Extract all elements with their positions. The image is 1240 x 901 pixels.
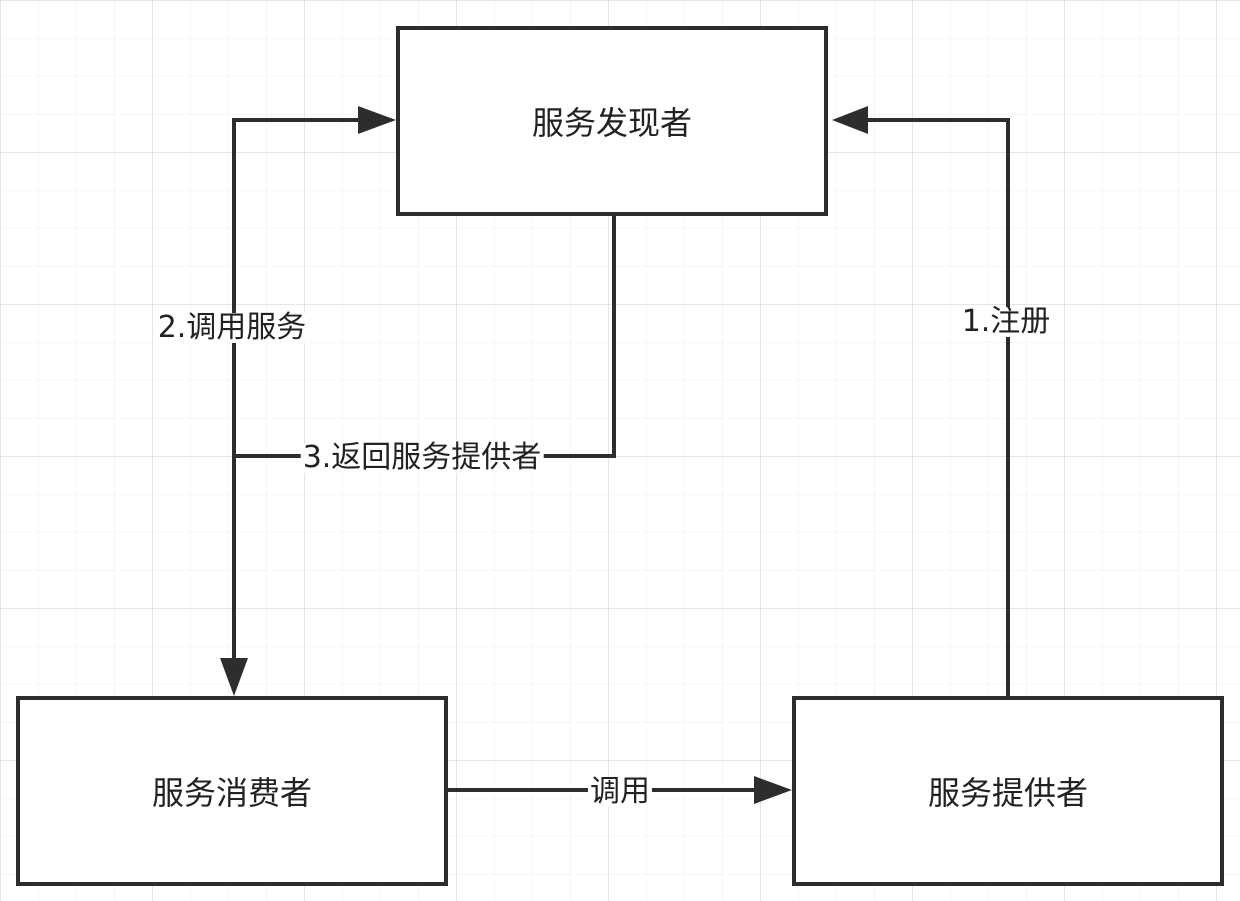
node-service-provider-label: 服务提供者: [927, 774, 1088, 812]
node-service-consumer[interactable]: 服务消费者: [16, 696, 448, 886]
edge-call-label: 调用: [588, 774, 652, 809]
arrowhead-icon: [358, 106, 396, 134]
arrowhead-icon: [832, 106, 868, 134]
node-service-discovery-label: 服务发现者: [531, 104, 692, 142]
edge-register-label: 1.注册: [959, 304, 1053, 339]
edge-invoke-service-label: 2.调用服务: [155, 310, 309, 345]
edge-register: [832, 106, 1010, 696]
edge-invoke-service: [232, 106, 396, 456]
arrowhead-icon: [220, 658, 248, 696]
node-service-discovery[interactable]: 服务发现者: [396, 26, 828, 216]
node-service-provider[interactable]: 服务提供者: [792, 696, 1224, 886]
edge-return-provider-label: 3.返回服务提供者: [300, 440, 544, 475]
node-service-consumer-label: 服务消费者: [151, 774, 312, 812]
arrowhead-icon: [754, 776, 792, 804]
